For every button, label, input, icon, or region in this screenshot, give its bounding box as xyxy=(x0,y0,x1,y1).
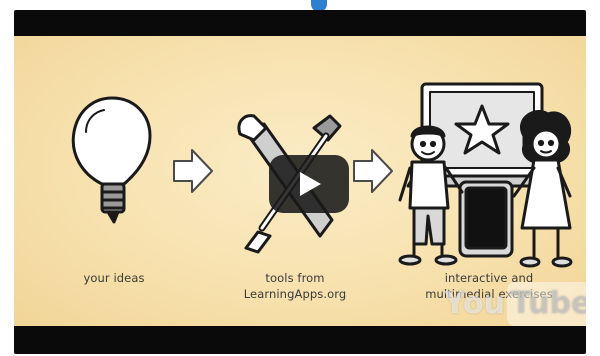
caption-exercises: interactive and multimedial exercises xyxy=(404,270,574,302)
play-button[interactable] xyxy=(269,155,349,213)
caption-text: multimedial exercises xyxy=(425,287,553,301)
caption-text: LearningApps.org xyxy=(243,287,347,301)
arrow-right-icon xyxy=(353,149,393,193)
caption-text: your ideas xyxy=(83,271,145,285)
lightbulb-icon xyxy=(71,96,152,224)
caption-tools: tools from LearningApps.org xyxy=(230,270,360,302)
caption-text: tools from xyxy=(265,271,325,285)
tablet-icon xyxy=(458,180,514,258)
play-icon xyxy=(300,172,321,196)
arrow-right-icon xyxy=(173,149,213,193)
top-indicator xyxy=(311,0,327,12)
video-player[interactable]: your ideas tools from LearningApps.org i… xyxy=(4,0,596,356)
girl-figure xyxy=(512,110,573,268)
caption-your-ideas: your ideas xyxy=(64,270,164,286)
logo-text: Tube xyxy=(506,282,586,326)
video-frame[interactable]: your ideas tools from LearningApps.org i… xyxy=(14,10,586,354)
boy-figure xyxy=(398,125,464,266)
logo-text: You xyxy=(444,286,505,321)
caption-text: interactive and xyxy=(444,271,534,285)
